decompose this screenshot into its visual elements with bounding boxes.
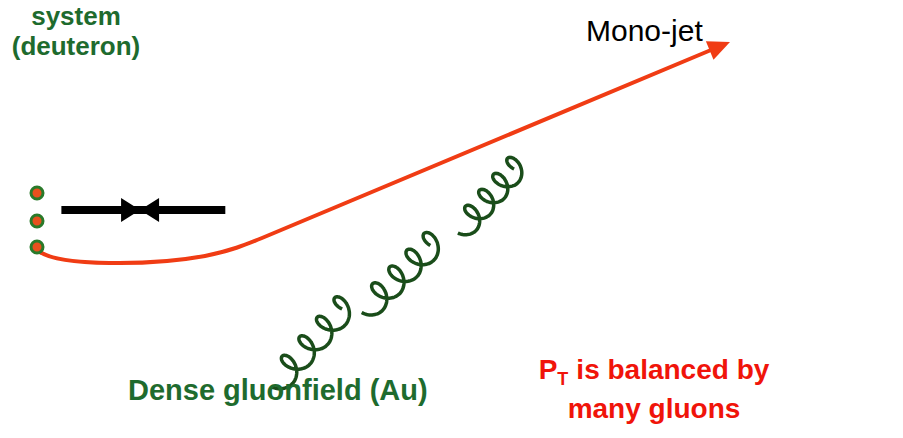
parton-dot	[31, 241, 43, 253]
balance-note: PTis balanced by many gluons	[538, 352, 770, 428]
node-heading: system (deuteron)	[2, 2, 150, 62]
momentum-symbol: P	[539, 354, 558, 385]
jet-arrowhead	[706, 41, 730, 59]
gluon-spring	[362, 233, 439, 316]
gluon-springs	[272, 157, 522, 388]
jet-path	[40, 50, 711, 263]
parton-dot	[31, 215, 43, 227]
gluon-spring	[458, 157, 522, 234]
deuteron-ellipse	[14, 172, 62, 270]
balance-text: is balanced by many gluons	[568, 354, 770, 424]
projectile-system: system (deuteron)	[0, 0, 150, 272]
jet-label: Mono-jet	[586, 14, 703, 48]
momentum-subscript: T	[557, 369, 568, 389]
node-heading: Dense gluonfield (Au)	[128, 374, 428, 407]
collision-link	[61, 198, 225, 222]
parton-dot	[31, 187, 43, 199]
